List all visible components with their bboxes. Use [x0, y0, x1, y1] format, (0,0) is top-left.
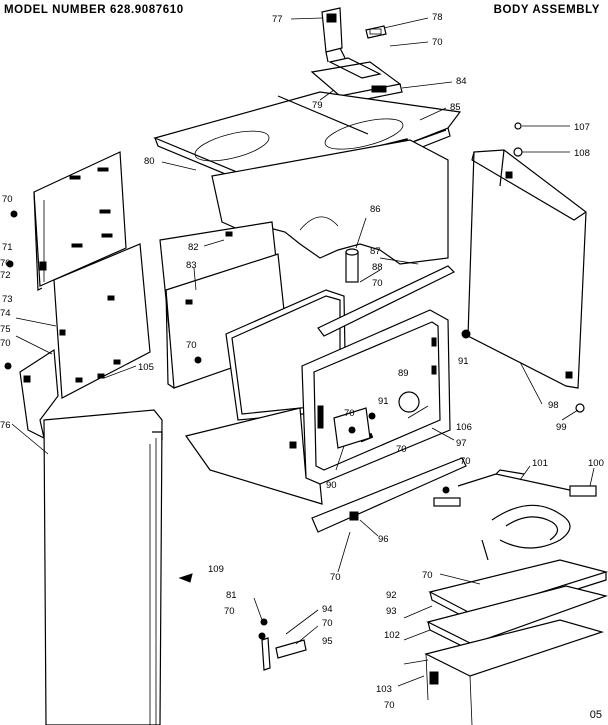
- oven-bottom-part: [185, 407, 323, 505]
- callout-101: 101: [532, 458, 548, 469]
- side-bracket-part: [19, 348, 59, 440]
- callout-97: 97: [456, 438, 467, 449]
- door-hinge-bracket-part: [333, 407, 371, 449]
- page-code: 05: [589, 709, 602, 721]
- callout-94: 94: [322, 604, 333, 615]
- front-direction-arrow: [178, 573, 193, 583]
- callout-70: 70: [372, 278, 383, 289]
- callout-77: 77: [272, 14, 283, 25]
- callout-70: 70: [224, 606, 235, 617]
- callout-70: 70: [344, 408, 355, 419]
- callout-103: 103: [376, 684, 392, 695]
- callout-98: 98: [548, 400, 559, 411]
- callout-70: 70: [422, 570, 433, 581]
- callout-82: 82: [188, 242, 199, 253]
- callout-89: 89: [398, 368, 409, 379]
- callout-70: 70: [396, 444, 407, 455]
- broiler-pan-part: [426, 559, 608, 654]
- callout-80: 80: [144, 156, 155, 167]
- model-number-label: MODEL NUMBER 628.9087610: [4, 4, 184, 16]
- callout-90: 90: [326, 480, 337, 491]
- callout-85: 85: [450, 102, 461, 113]
- callout-70: 70: [0, 338, 11, 349]
- leader-lines: [11, 17, 595, 687]
- callout-78: 78: [432, 12, 443, 23]
- callout-74: 74: [0, 308, 11, 319]
- callout-84: 84: [456, 76, 467, 87]
- callout-70: 70: [330, 572, 341, 583]
- callout-108: 108: [574, 148, 590, 159]
- callout-95: 95: [322, 636, 333, 647]
- storage-drawer-part: [424, 619, 605, 725]
- callout-99: 99: [556, 422, 567, 433]
- broil-rail-part: [311, 457, 467, 533]
- left-side-panel-part: [53, 243, 151, 399]
- callout-100: 100: [588, 458, 604, 469]
- callout-81: 81: [226, 590, 237, 601]
- callout-70: 70: [2, 194, 13, 205]
- callout-105: 105: [138, 362, 154, 373]
- callout-70: 70: [0, 258, 11, 269]
- left-insulation-part: [33, 151, 127, 291]
- top-trim-rail-part: [317, 248, 456, 337]
- callout-70: 70: [460, 456, 471, 467]
- callout-75: 75: [0, 324, 11, 335]
- callout-70: 70: [384, 700, 395, 711]
- right-side-panel-part: [461, 149, 587, 389]
- broil-element-part: [433, 469, 597, 561]
- callout-70: 70: [186, 340, 197, 351]
- callout-109: 109: [208, 564, 224, 575]
- part-callouts: 77 78 70 84 79 85 80 107 108 70 71 70 72…: [0, 12, 604, 711]
- cabinet-body-part: [43, 409, 163, 725]
- callout-83: 83: [186, 260, 197, 271]
- callout-91: 91: [458, 356, 469, 367]
- callout-71: 71: [2, 242, 13, 253]
- callout-102: 102: [384, 630, 400, 641]
- callout-73: 73: [2, 294, 13, 305]
- callout-88: 88: [372, 262, 383, 273]
- callout-106: 106: [456, 422, 472, 433]
- diagram-title: BODY ASSEMBLY: [493, 4, 600, 16]
- callout-87: 87: [370, 246, 381, 257]
- vent-duct-part: [321, 7, 387, 63]
- callout-86: 86: [370, 204, 381, 215]
- callout-91: 91: [378, 396, 389, 407]
- callout-93: 93: [386, 606, 397, 617]
- callout-96: 96: [378, 534, 389, 545]
- vent-box-part: [310, 57, 403, 105]
- callout-92: 92: [386, 590, 397, 601]
- callout-70: 70: [432, 37, 443, 48]
- callout-76: 76: [0, 420, 11, 431]
- callout-79: 79: [312, 100, 323, 111]
- callout-107: 107: [574, 122, 590, 133]
- callout-72: 72: [0, 270, 11, 281]
- callout-70: 70: [322, 618, 333, 629]
- terminal-block-part: [261, 637, 307, 671]
